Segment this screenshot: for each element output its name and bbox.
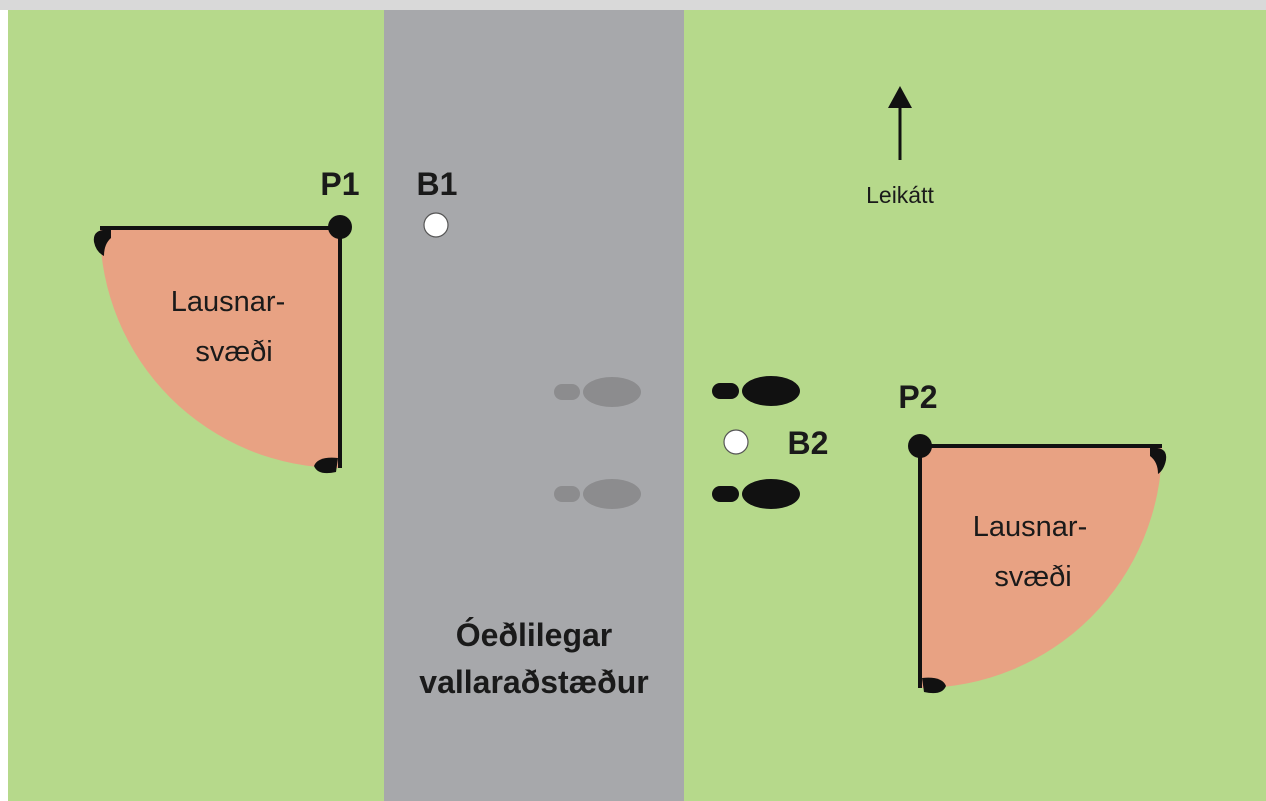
footprint-icon [554,479,641,509]
relief-area-left-end-cap-top [93,229,111,256]
relief-area-right-end-cap-bottom [922,677,946,694]
relief-area-right-label-line1: Lausnar- [973,511,1087,543]
top-frame-band [0,0,1266,10]
relief-area-left-label-line1: Lausnar- [171,286,285,318]
relief-area-right-end-cap-top [1150,447,1167,474]
relief-area-left-end-cap-bottom [314,457,338,474]
point-p2-label: P2 [898,379,937,415]
ball-b1-label: B1 [417,166,458,202]
footprint-icon [712,376,800,406]
ground-condition-label-line2: vallaraðstæður [419,664,648,700]
abnormal-ground-strip [384,10,684,801]
arrow-up-icon [888,86,912,160]
golf-ball-icon [423,212,449,238]
relief-area-left-shape [100,228,340,468]
reference-point-p2 [908,434,932,458]
relief-area-left-label-line2: svæði [195,336,272,368]
relief-area-right-label-line2: svæði [994,561,1071,593]
golf-ball-icon [723,429,749,455]
footprint-icon [712,479,800,509]
relief-area-left: Lausnar- svæði [93,226,342,474]
point-p1-label: P1 [320,166,359,202]
footprint-icon [554,377,641,407]
ball-b2-label: B2 [788,425,829,461]
reference-point-p1 [328,215,352,239]
ground-condition-label-line1: Óeðlilegar [456,617,613,653]
relief-area-right-shape [920,446,1162,688]
direction-of-play-label: Leikátt [866,182,934,208]
